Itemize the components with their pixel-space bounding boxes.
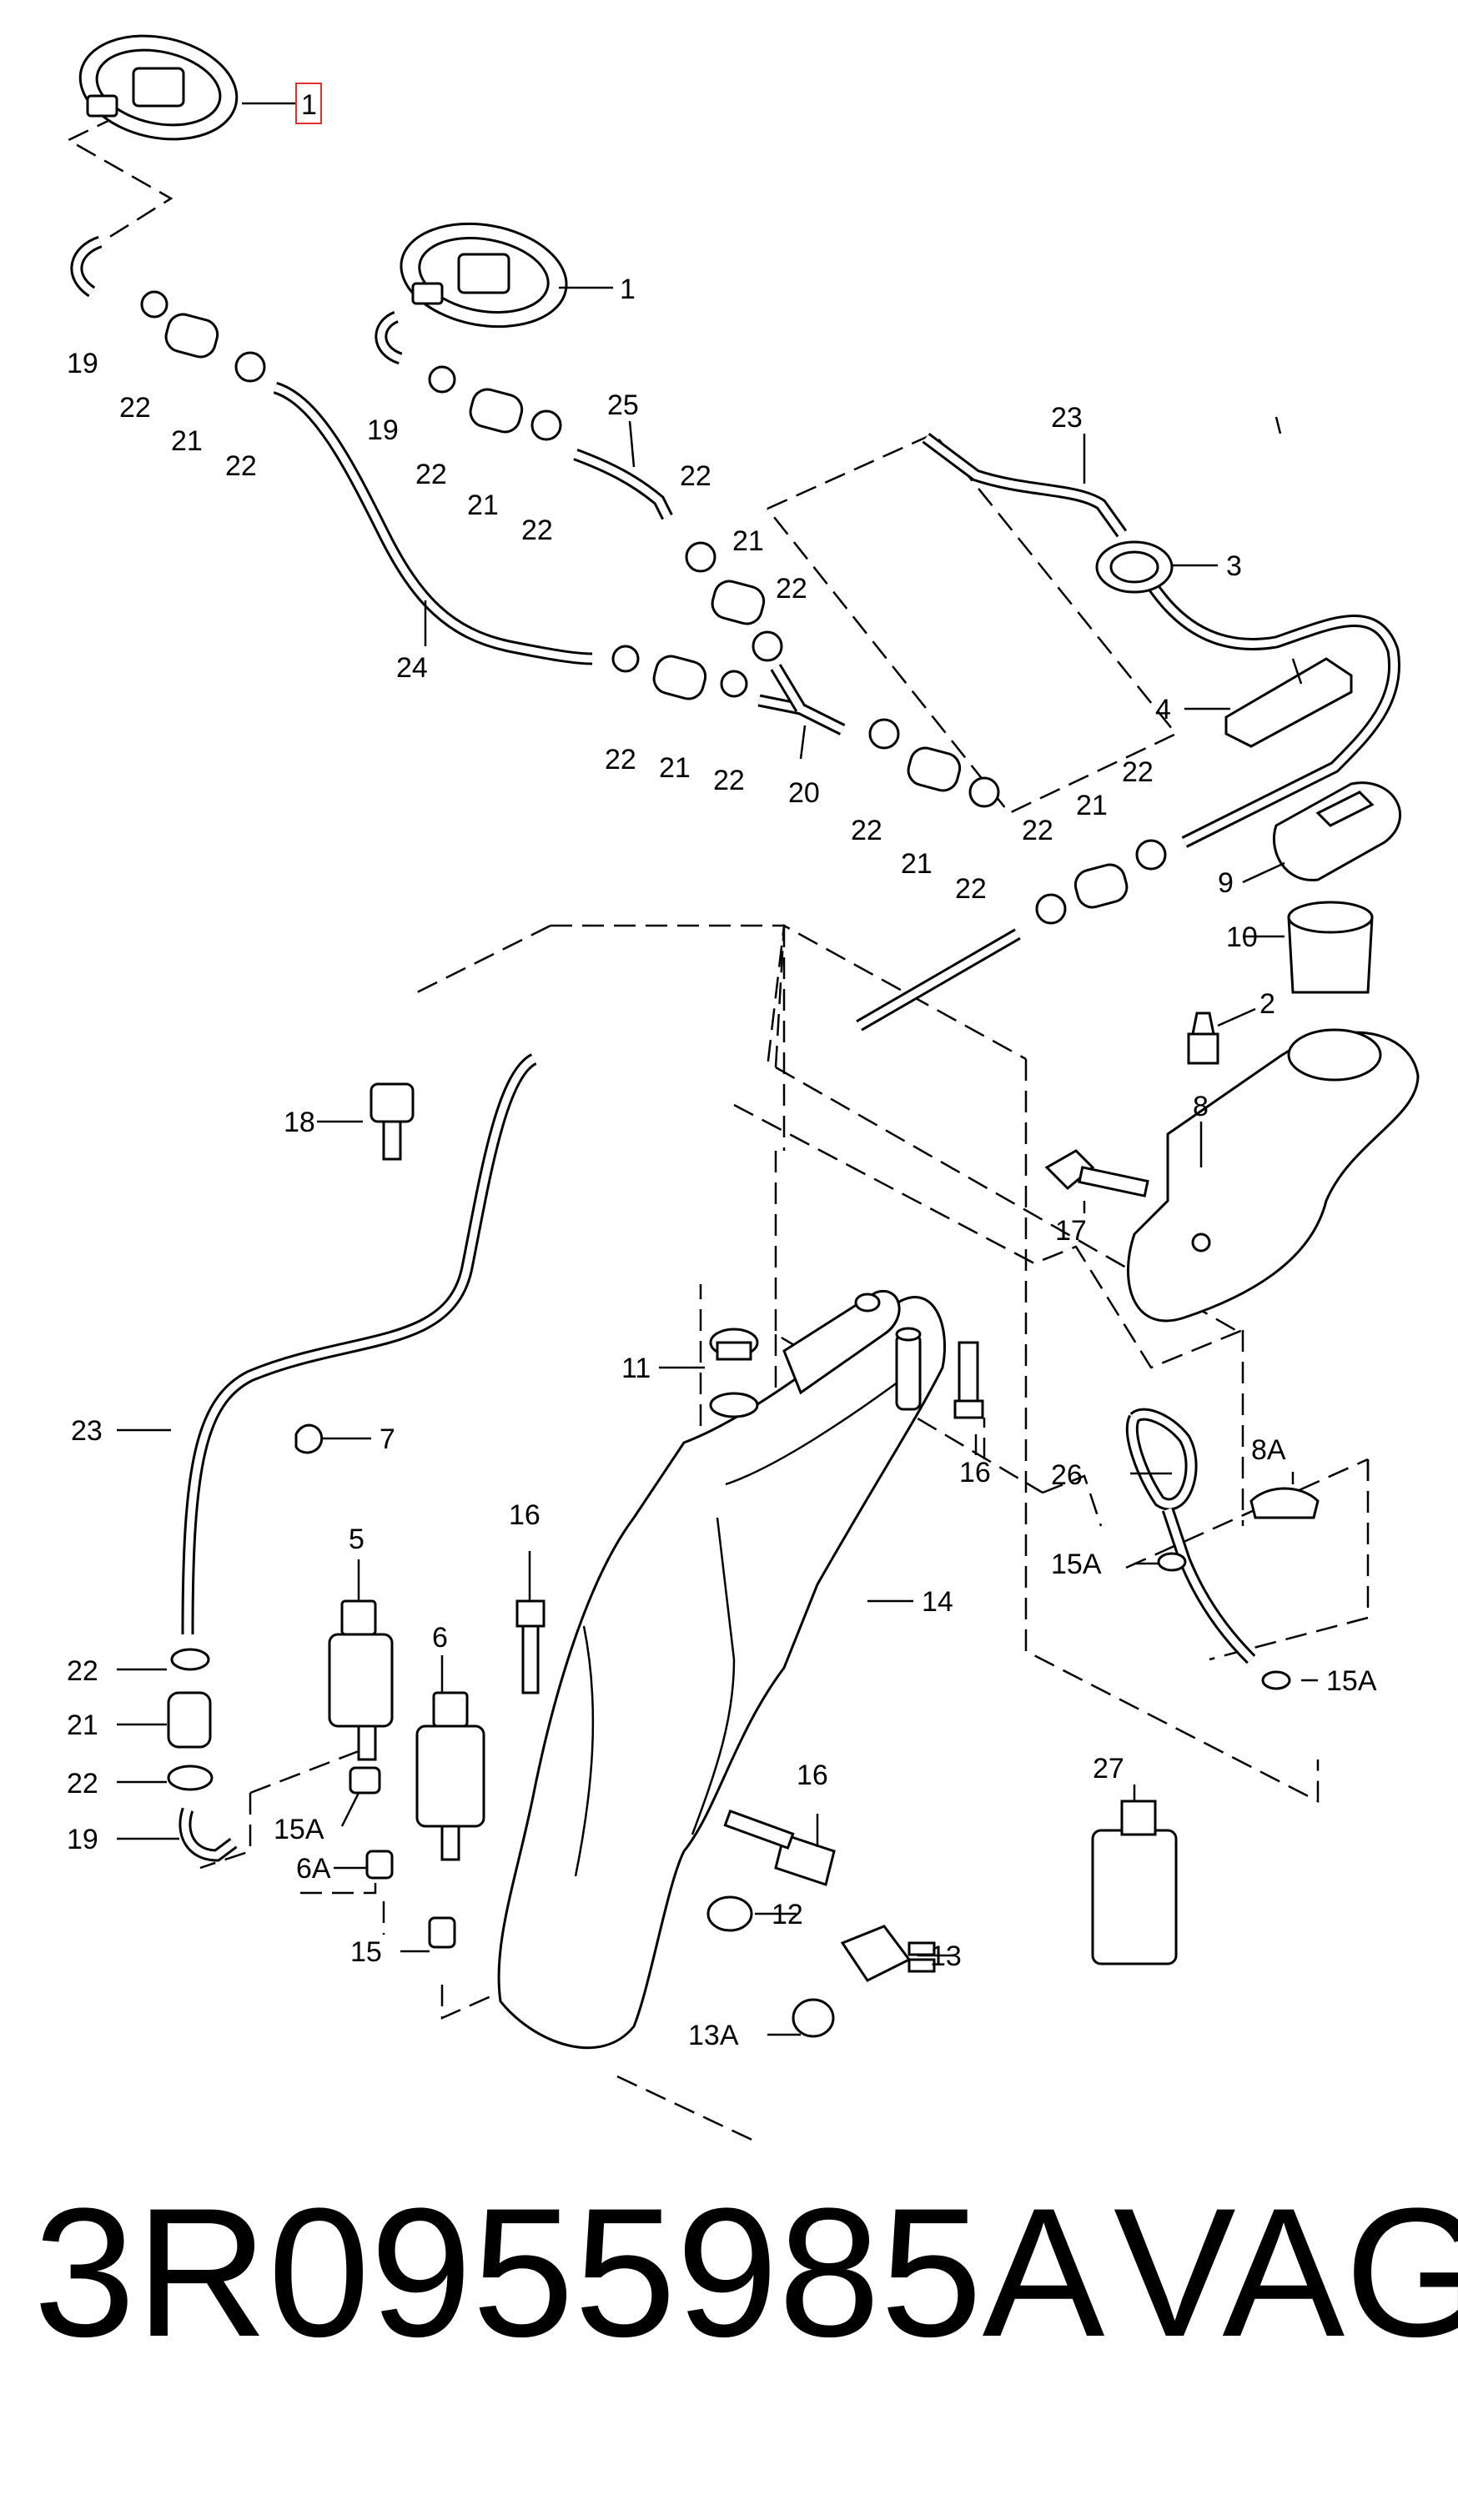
label-21g: 21 <box>67 1709 98 1741</box>
label-22f: 22 <box>776 573 807 605</box>
label-16c: 16 <box>797 1759 828 1791</box>
label-23b: 23 <box>71 1415 103 1447</box>
washer-nozzle-1b <box>400 222 568 329</box>
label-21a: 21 <box>171 425 203 457</box>
washer-nozzle-1a <box>78 34 239 141</box>
label-16a: 16 <box>509 1499 540 1531</box>
label-25: 25 <box>607 389 639 421</box>
label-24: 24 <box>396 652 428 684</box>
label-3: 3 <box>1226 550 1242 582</box>
label-2: 2 <box>1259 988 1275 1020</box>
label-23a: 23 <box>1051 402 1083 434</box>
label-19b: 19 <box>367 414 399 446</box>
label-21c: 21 <box>732 525 764 557</box>
grommet-3 <box>1095 540 1174 594</box>
leader-lines <box>117 102 1318 2036</box>
label-22n: 22 <box>67 1768 98 1800</box>
label-19a: 19 <box>67 348 98 379</box>
label-22m: 22 <box>67 1655 98 1687</box>
label-22d: 22 <box>521 515 553 546</box>
label-15a-1: 15A <box>274 1814 324 1845</box>
pump-6 <box>415 1691 485 1861</box>
label-7: 7 <box>380 1423 395 1455</box>
label-15: 15 <box>350 1936 382 1968</box>
label-21f: 21 <box>1076 790 1108 821</box>
clamps-and-connectors <box>140 290 1167 1791</box>
pump-5 <box>328 1599 394 1761</box>
label-4: 4 <box>1155 694 1171 725</box>
label-15a-3: 15A <box>1326 1665 1377 1697</box>
label-15a-2: 15A <box>1051 1549 1102 1580</box>
reservoir-14 <box>497 1289 947 2050</box>
label-8: 8 <box>1193 1091 1209 1122</box>
label-20: 20 <box>788 777 820 809</box>
label-21e: 21 <box>901 848 933 880</box>
clip-18 <box>370 1082 415 1161</box>
part-number: 3R0955985A <box>33 2170 1105 2375</box>
label-22h: 22 <box>713 765 745 796</box>
nut-2 <box>1187 1012 1219 1065</box>
label-16b: 16 <box>959 1457 991 1488</box>
label-6: 6 <box>432 1622 448 1654</box>
label-1b: 1 <box>620 274 636 305</box>
part-labels: 1 1 2 3 4 5 6 6A 7 8 8A 9 10 11 12 13 13… <box>67 83 1377 2051</box>
label-13: 13 <box>930 1940 962 1972</box>
brand-name: VAG <box>1114 2170 1458 2375</box>
label-22i: 22 <box>851 815 882 846</box>
filter-10 <box>1287 901 1374 994</box>
filler-cap-9 <box>1272 781 1401 881</box>
label-11: 11 <box>621 1353 651 1384</box>
label-19c: 19 <box>67 1824 98 1855</box>
label-21b: 21 <box>467 489 499 521</box>
label-17: 17 <box>1055 1215 1087 1247</box>
highlighted-label-box <box>295 83 322 124</box>
label-5: 5 <box>349 1524 364 1555</box>
label-21d: 21 <box>659 752 691 784</box>
label-6a: 6A <box>296 1853 331 1885</box>
label-18: 18 <box>284 1107 315 1138</box>
label-22c: 22 <box>415 459 447 490</box>
label-22e: 22 <box>680 460 711 492</box>
label-27: 27 <box>1093 1753 1124 1785</box>
label-22l: 22 <box>1122 756 1154 788</box>
label-12: 12 <box>772 1899 803 1930</box>
label-22a: 22 <box>119 392 151 424</box>
label-22g: 22 <box>605 744 636 776</box>
label-22j: 22 <box>955 873 987 905</box>
hoses <box>70 235 1400 1862</box>
label-22b: 22 <box>225 450 257 482</box>
bracket-4 <box>1224 657 1353 748</box>
bolt-17 <box>1044 1149 1149 1197</box>
filler-neck-8 <box>1127 1028 1420 1323</box>
label-14: 14 <box>922 1586 953 1618</box>
small-parts <box>294 1328 1320 2038</box>
label-10: 10 <box>1226 921 1258 953</box>
label-26: 26 <box>1051 1459 1083 1491</box>
label-8a: 8A <box>1251 1434 1286 1466</box>
label-22k: 22 <box>1022 815 1053 846</box>
label-13a: 13A <box>688 2020 739 2051</box>
label-9: 9 <box>1218 867 1234 899</box>
label-1a: 1 <box>301 89 317 121</box>
